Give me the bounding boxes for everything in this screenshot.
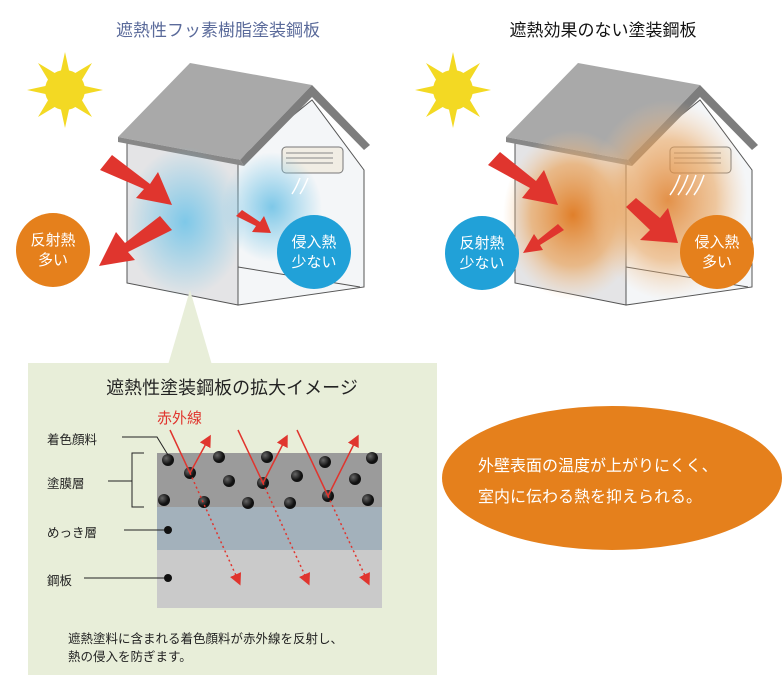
intrude-heat-badge-right: 侵入熱多い bbox=[680, 215, 754, 289]
layer-label-pigment: 着色顔料 bbox=[47, 432, 98, 447]
plating-layer bbox=[157, 507, 382, 550]
badge-line: 少ない bbox=[459, 254, 505, 272]
summary-line: 室内に伝わる熱を抑えられる。 bbox=[478, 487, 703, 506]
summary-line: 外壁表面の温度が上がりにくく、 bbox=[478, 456, 718, 475]
caption-line: 遮熱塗料に含まれる着色顔料が赤外線を反射し、 bbox=[68, 631, 344, 646]
badge-line: 反射熱 bbox=[30, 231, 76, 249]
reflect-heat-badge-left: 反射熱多い bbox=[16, 213, 90, 287]
layer-label-plating: めっき層 bbox=[47, 525, 98, 540]
leader-lines bbox=[84, 436, 169, 579]
steel-layer bbox=[157, 550, 382, 608]
summary-text: 外壁表面の温度が上がりにくく、 室内に伝わる熱を抑えられる。 bbox=[478, 450, 718, 512]
badge-line: 侵入熱 bbox=[291, 233, 337, 251]
callout-pointer bbox=[168, 290, 212, 365]
badge-line: 反射熱 bbox=[459, 234, 505, 252]
heat-arrows bbox=[99, 155, 271, 266]
summary-ellipse bbox=[442, 406, 782, 550]
detail-caption: 遮熱塗料に含まれる着色顔料が赤外線を反射し、 熱の侵入を防ぎます。 bbox=[68, 630, 343, 666]
reflect-heat-badge-right: 反射熱少ない bbox=[445, 216, 519, 290]
badge-line: 少ない bbox=[291, 253, 337, 271]
layer-label-coating: 塗膜層 bbox=[47, 476, 85, 491]
sun-icon bbox=[415, 52, 491, 128]
left-title: 遮熱性フッ素樹脂塗装鋼板 bbox=[116, 21, 320, 41]
badge-line: 多い bbox=[37, 251, 68, 269]
intrude-heat-badge-left: 侵入熱少ない bbox=[277, 215, 351, 289]
sun-icon bbox=[27, 52, 103, 128]
infrared-rays bbox=[169, 429, 370, 586]
badge-line: 多い bbox=[701, 253, 732, 271]
infrared-label: 赤外線 bbox=[157, 409, 203, 427]
layer-label-steel: 鋼板 bbox=[47, 573, 73, 588]
caption-line: 熱の侵入を防ぎます。 bbox=[68, 649, 192, 664]
detail-title: 遮熱性塗装鋼板の拡大イメージ bbox=[106, 378, 358, 399]
right-title: 遮熱効果のない塗装鋼板 bbox=[509, 21, 697, 41]
badge-line: 侵入熱 bbox=[694, 233, 740, 251]
